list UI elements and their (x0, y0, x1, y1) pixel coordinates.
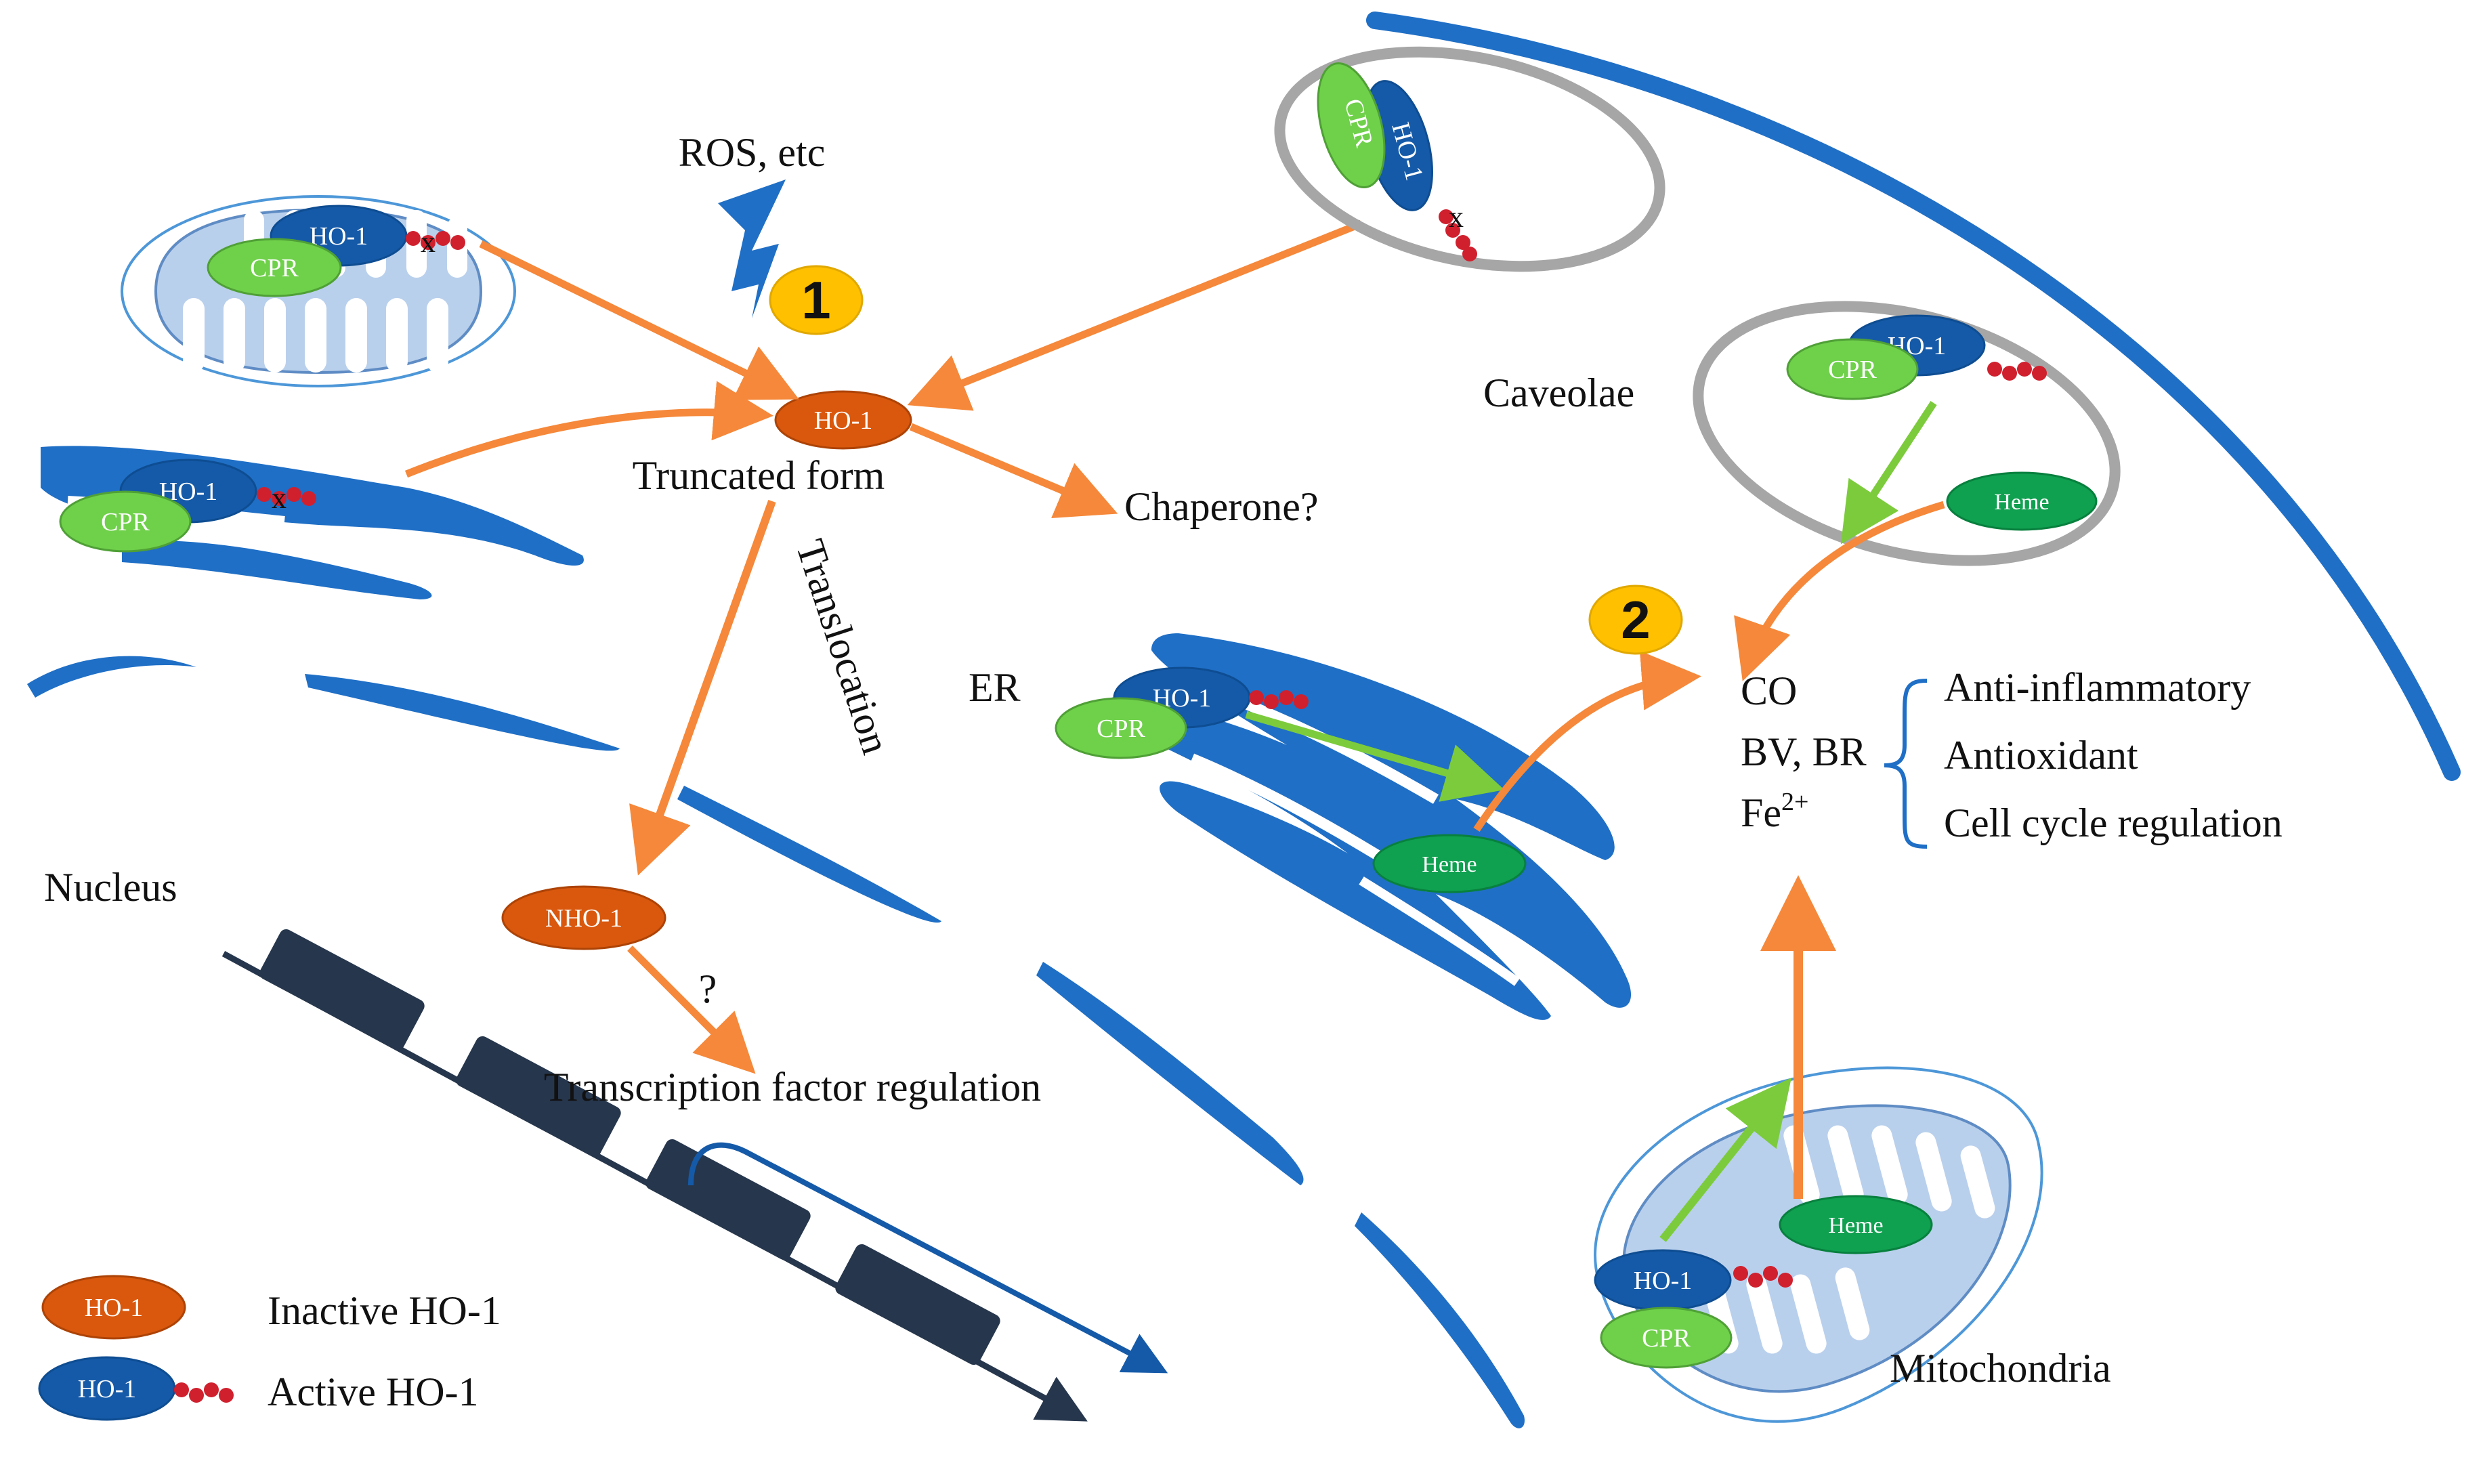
cleavage-mark: x (421, 226, 436, 259)
nucleus-label: Nucleus (44, 865, 177, 910)
heme-label: Heme (1422, 852, 1477, 877)
brace (1884, 679, 1928, 849)
step-badge-2 (1588, 585, 1683, 655)
legend-inactive-label: Inactive HO-1 (268, 1288, 501, 1333)
ho1-label: HO-1 (1634, 1267, 1693, 1295)
cpr-label: CPR (1642, 1324, 1691, 1353)
legend-inactive-pill: HO-1 (85, 1294, 144, 1322)
truncated-ho1-label: HO-1 (814, 406, 873, 435)
effect-cell-cycle: Cell cycle regulation (1944, 801, 2283, 845)
er-label: ER (969, 665, 1021, 710)
caveola-top: HO-1 CPR x (1274, 46, 1665, 272)
cpr-label: CPR (1097, 715, 1145, 743)
arrow-to-chaperone (909, 423, 1118, 518)
legend-inactive-swatch (41, 1275, 186, 1340)
step-2-number: 2 (1621, 590, 1650, 650)
mitochondrion-bottom-right: HO-1 CPR Heme (1594, 1066, 2043, 1423)
product-bv-br: BV, BR (1741, 729, 1867, 774)
linker-red (406, 231, 465, 250)
translocation-label: Translocation (788, 534, 899, 759)
er-center: HO-1 CPR Heme (1055, 633, 1632, 1020)
arrow-er-to-truncated (404, 381, 773, 478)
truncated-form-label: Truncated form (633, 453, 885, 498)
arrow-translocation (629, 499, 776, 876)
nuclear-ho1 (501, 885, 666, 950)
er-left: HO-1 CPR x (41, 446, 584, 599)
product-co: CO (1741, 669, 1797, 713)
ros-label: ROS, etc (679, 130, 826, 175)
cleavage-mark: x (1449, 200, 1464, 234)
heme-label: Heme (1994, 490, 2049, 515)
plasma-membrane (1366, 12, 2461, 781)
truncated-ho1 (774, 390, 912, 450)
product-fe: Fe2+ (1741, 788, 1808, 835)
caveolae-label: Caveolae (1483, 370, 1634, 415)
cpr-label: CPR (1828, 356, 1877, 384)
cleavage-mark: x (272, 482, 286, 515)
nho1-label: NHO-1 (545, 904, 622, 933)
arrow-caveola-to-products (1734, 501, 1945, 681)
transcription-arrow (688, 1142, 1168, 1374)
mitochondrion-top-left: HO-1 CPR x (121, 195, 516, 387)
arrow-to-tf (627, 946, 756, 1074)
mitochondria-label: Mitochondria (1890, 1346, 2111, 1391)
chaperone-label: Chaperone? (1124, 484, 1319, 529)
ros-lightning-icon (718, 179, 786, 318)
legend-active-label: Active HO-1 (268, 1370, 479, 1414)
arrow-mito-to-truncated (479, 240, 799, 400)
effect-anti-inflammatory: Anti-inflammatory (1944, 665, 2251, 710)
step-badge-1 (769, 265, 864, 335)
caveola-right: HO-1 CPR Heme (1693, 301, 2121, 566)
question-mark: ? (699, 967, 717, 1011)
nuclear-envelope (27, 656, 1525, 1428)
heme-label: Heme (1828, 1213, 1883, 1238)
cpr-label: CPR (101, 508, 150, 536)
step-1-number: 1 (801, 270, 830, 330)
cpr-label: CPR (250, 254, 299, 282)
effect-antioxidant: Antioxidant (1944, 733, 2138, 778)
tf-regulation-label: Transcription factor regulation (544, 1065, 1041, 1109)
arrow-caveolae-to-truncated (907, 219, 1363, 411)
chromatin (221, 929, 1168, 1422)
legend: HO-1 Inactive HO-1 HO-1 Active HO-1 (38, 1275, 501, 1421)
legend-active-pill: HO-1 (78, 1375, 137, 1403)
legend-linker (174, 1382, 234, 1403)
arrow-er-to-products (1473, 650, 1701, 832)
